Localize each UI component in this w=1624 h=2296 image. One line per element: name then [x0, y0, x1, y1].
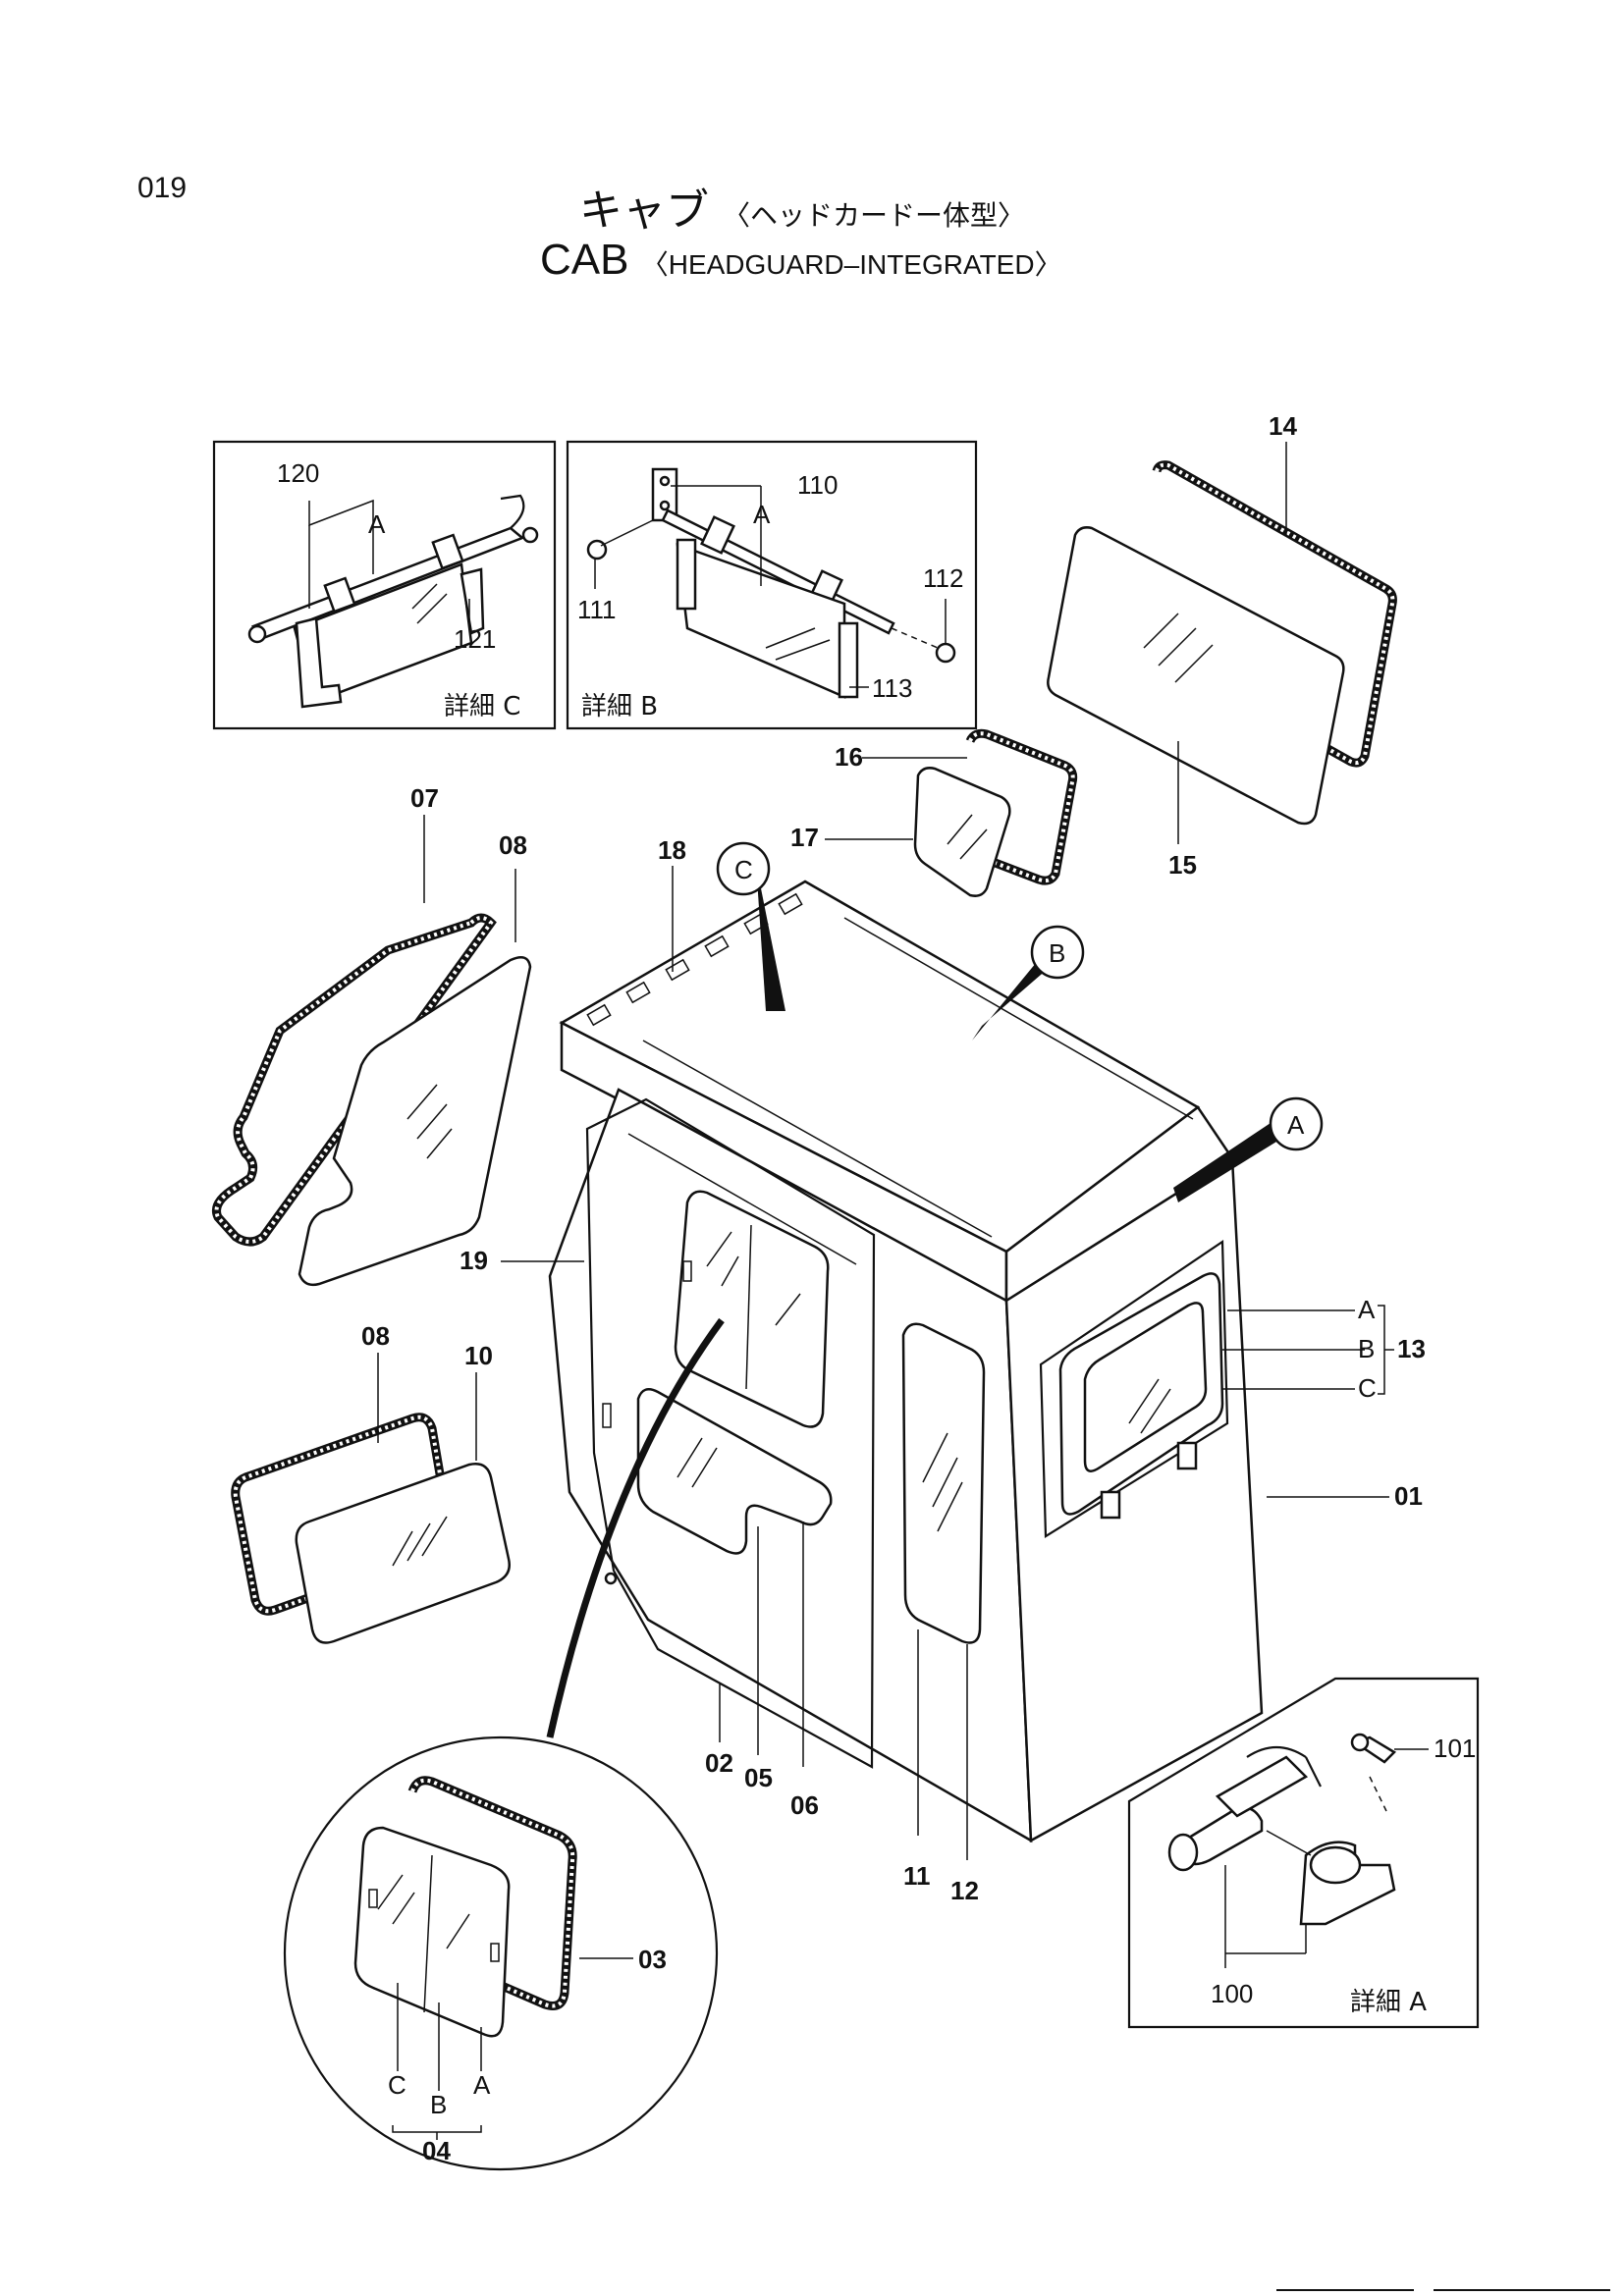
- label-12: 12: [950, 1876, 979, 1905]
- detail-c-label: 詳細 C: [444, 692, 520, 721]
- label-13: 13: [1397, 1334, 1426, 1363]
- label-06: 06: [790, 1790, 819, 1820]
- label-04-b: B: [430, 2090, 447, 2119]
- label-13-b: B: [1358, 1334, 1375, 1363]
- body-labels: 18 19 A B C 13 01 02 05 06 11 12: [460, 835, 1426, 1905]
- callout-c: C: [734, 855, 753, 884]
- label-121: 121: [454, 624, 496, 654]
- label-120: 120: [277, 458, 319, 488]
- title-jp: キャブ 〈ヘッドカードー体型〉: [579, 175, 1025, 238]
- label-101: 101: [1434, 1734, 1476, 1763]
- label-112: 112: [923, 563, 963, 593]
- detail-b-label: 詳細 B: [581, 692, 658, 721]
- label-04-a: A: [473, 2070, 491, 2100]
- label-04-c: C: [388, 2070, 406, 2100]
- cab-body: C B A: [546, 841, 1324, 1843]
- label-08-top: 08: [499, 830, 527, 860]
- label-19: 19: [460, 1246, 488, 1275]
- label-113: 113: [872, 673, 912, 703]
- label-13-a: A: [1358, 1295, 1376, 1324]
- circle-detail: C B A 04 03: [283, 1735, 719, 2171]
- label-c-a: A: [368, 509, 386, 539]
- label-13-c: C: [1358, 1373, 1377, 1403]
- callout-a: A: [1287, 1110, 1305, 1140]
- label-01: 01: [1394, 1481, 1423, 1511]
- detail-b-box: 110 A 111 112 113 詳細 B: [566, 440, 978, 730]
- label-111: 111: [577, 595, 617, 624]
- door-window-assembly: 07 08: [212, 783, 532, 1287]
- callout-b: B: [1049, 938, 1065, 968]
- label-04: 04: [422, 2136, 451, 2165]
- label-b-a: A: [753, 500, 771, 529]
- label-110: 110: [797, 470, 838, 500]
- label-100: 100: [1211, 1979, 1253, 2008]
- title-en-sub: 〈HEADGUARD–INTEGRATED〉: [640, 249, 1062, 280]
- detail-a-label: 詳細 A: [1350, 1988, 1427, 2017]
- label-16: 16: [835, 742, 863, 772]
- title-jp-sub: 〈ヘッドカードー体型〉: [723, 199, 1026, 232]
- lower-window-assembly: 08 10: [231, 1321, 511, 1644]
- label-10: 10: [464, 1341, 493, 1370]
- label-11: 11: [903, 1861, 931, 1891]
- label-18: 18: [658, 835, 686, 865]
- label-07: 07: [410, 783, 439, 813]
- label-17: 17: [790, 823, 819, 852]
- detail-a-box: 101 100 詳細 A: [1127, 1677, 1480, 2029]
- rear-window-assembly: 14 15: [1047, 411, 1397, 880]
- page-number: 019: [137, 172, 188, 204]
- label-08-bottom: 08: [361, 1321, 390, 1351]
- label-14: 14: [1269, 411, 1297, 441]
- title-en-main: CAB: [540, 236, 629, 284]
- detail-c-box: 120 A 121 詳細 C: [212, 440, 557, 730]
- label-05: 05: [744, 1763, 773, 1792]
- title-en: CAB 〈HEADGUARD–INTEGRATED〉: [540, 236, 1062, 285]
- title-jp-main: キャブ: [579, 186, 709, 236]
- label-02: 02: [705, 1748, 733, 1778]
- small-window-assembly: 16 17: [790, 728, 1078, 897]
- label-15: 15: [1168, 850, 1197, 880]
- label-03: 03: [638, 1945, 667, 1974]
